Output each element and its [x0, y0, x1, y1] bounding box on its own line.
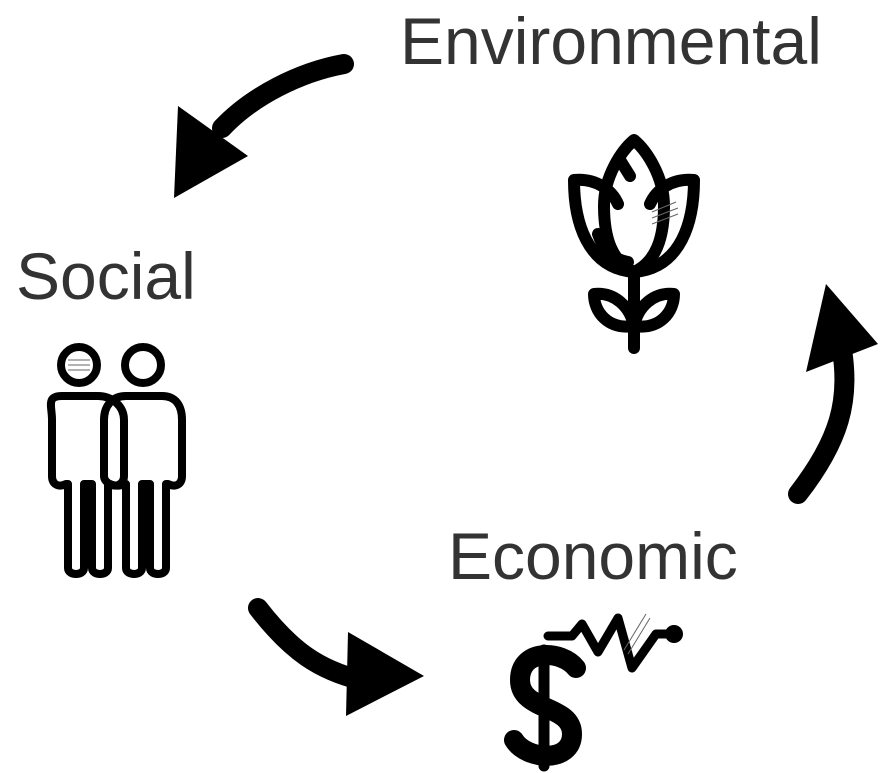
- social-label: Social: [16, 239, 196, 313]
- flower-icon: [568, 134, 700, 354]
- arrow-environmental-to-social: [174, 54, 354, 198]
- dollar-trend-icon: [504, 613, 683, 772]
- environmental-label: Environmental: [400, 4, 822, 78]
- people-icon-hatch: [68, 359, 90, 371]
- arrow-economic-to-environmental: [788, 284, 878, 504]
- arrow-social-to-economic: [248, 598, 424, 716]
- economic-label: Economic: [448, 519, 738, 593]
- people-icon: [46, 343, 186, 578]
- flower-icon-hatch: [651, 201, 679, 225]
- dollar-trend-icon-hatch: [623, 613, 651, 655]
